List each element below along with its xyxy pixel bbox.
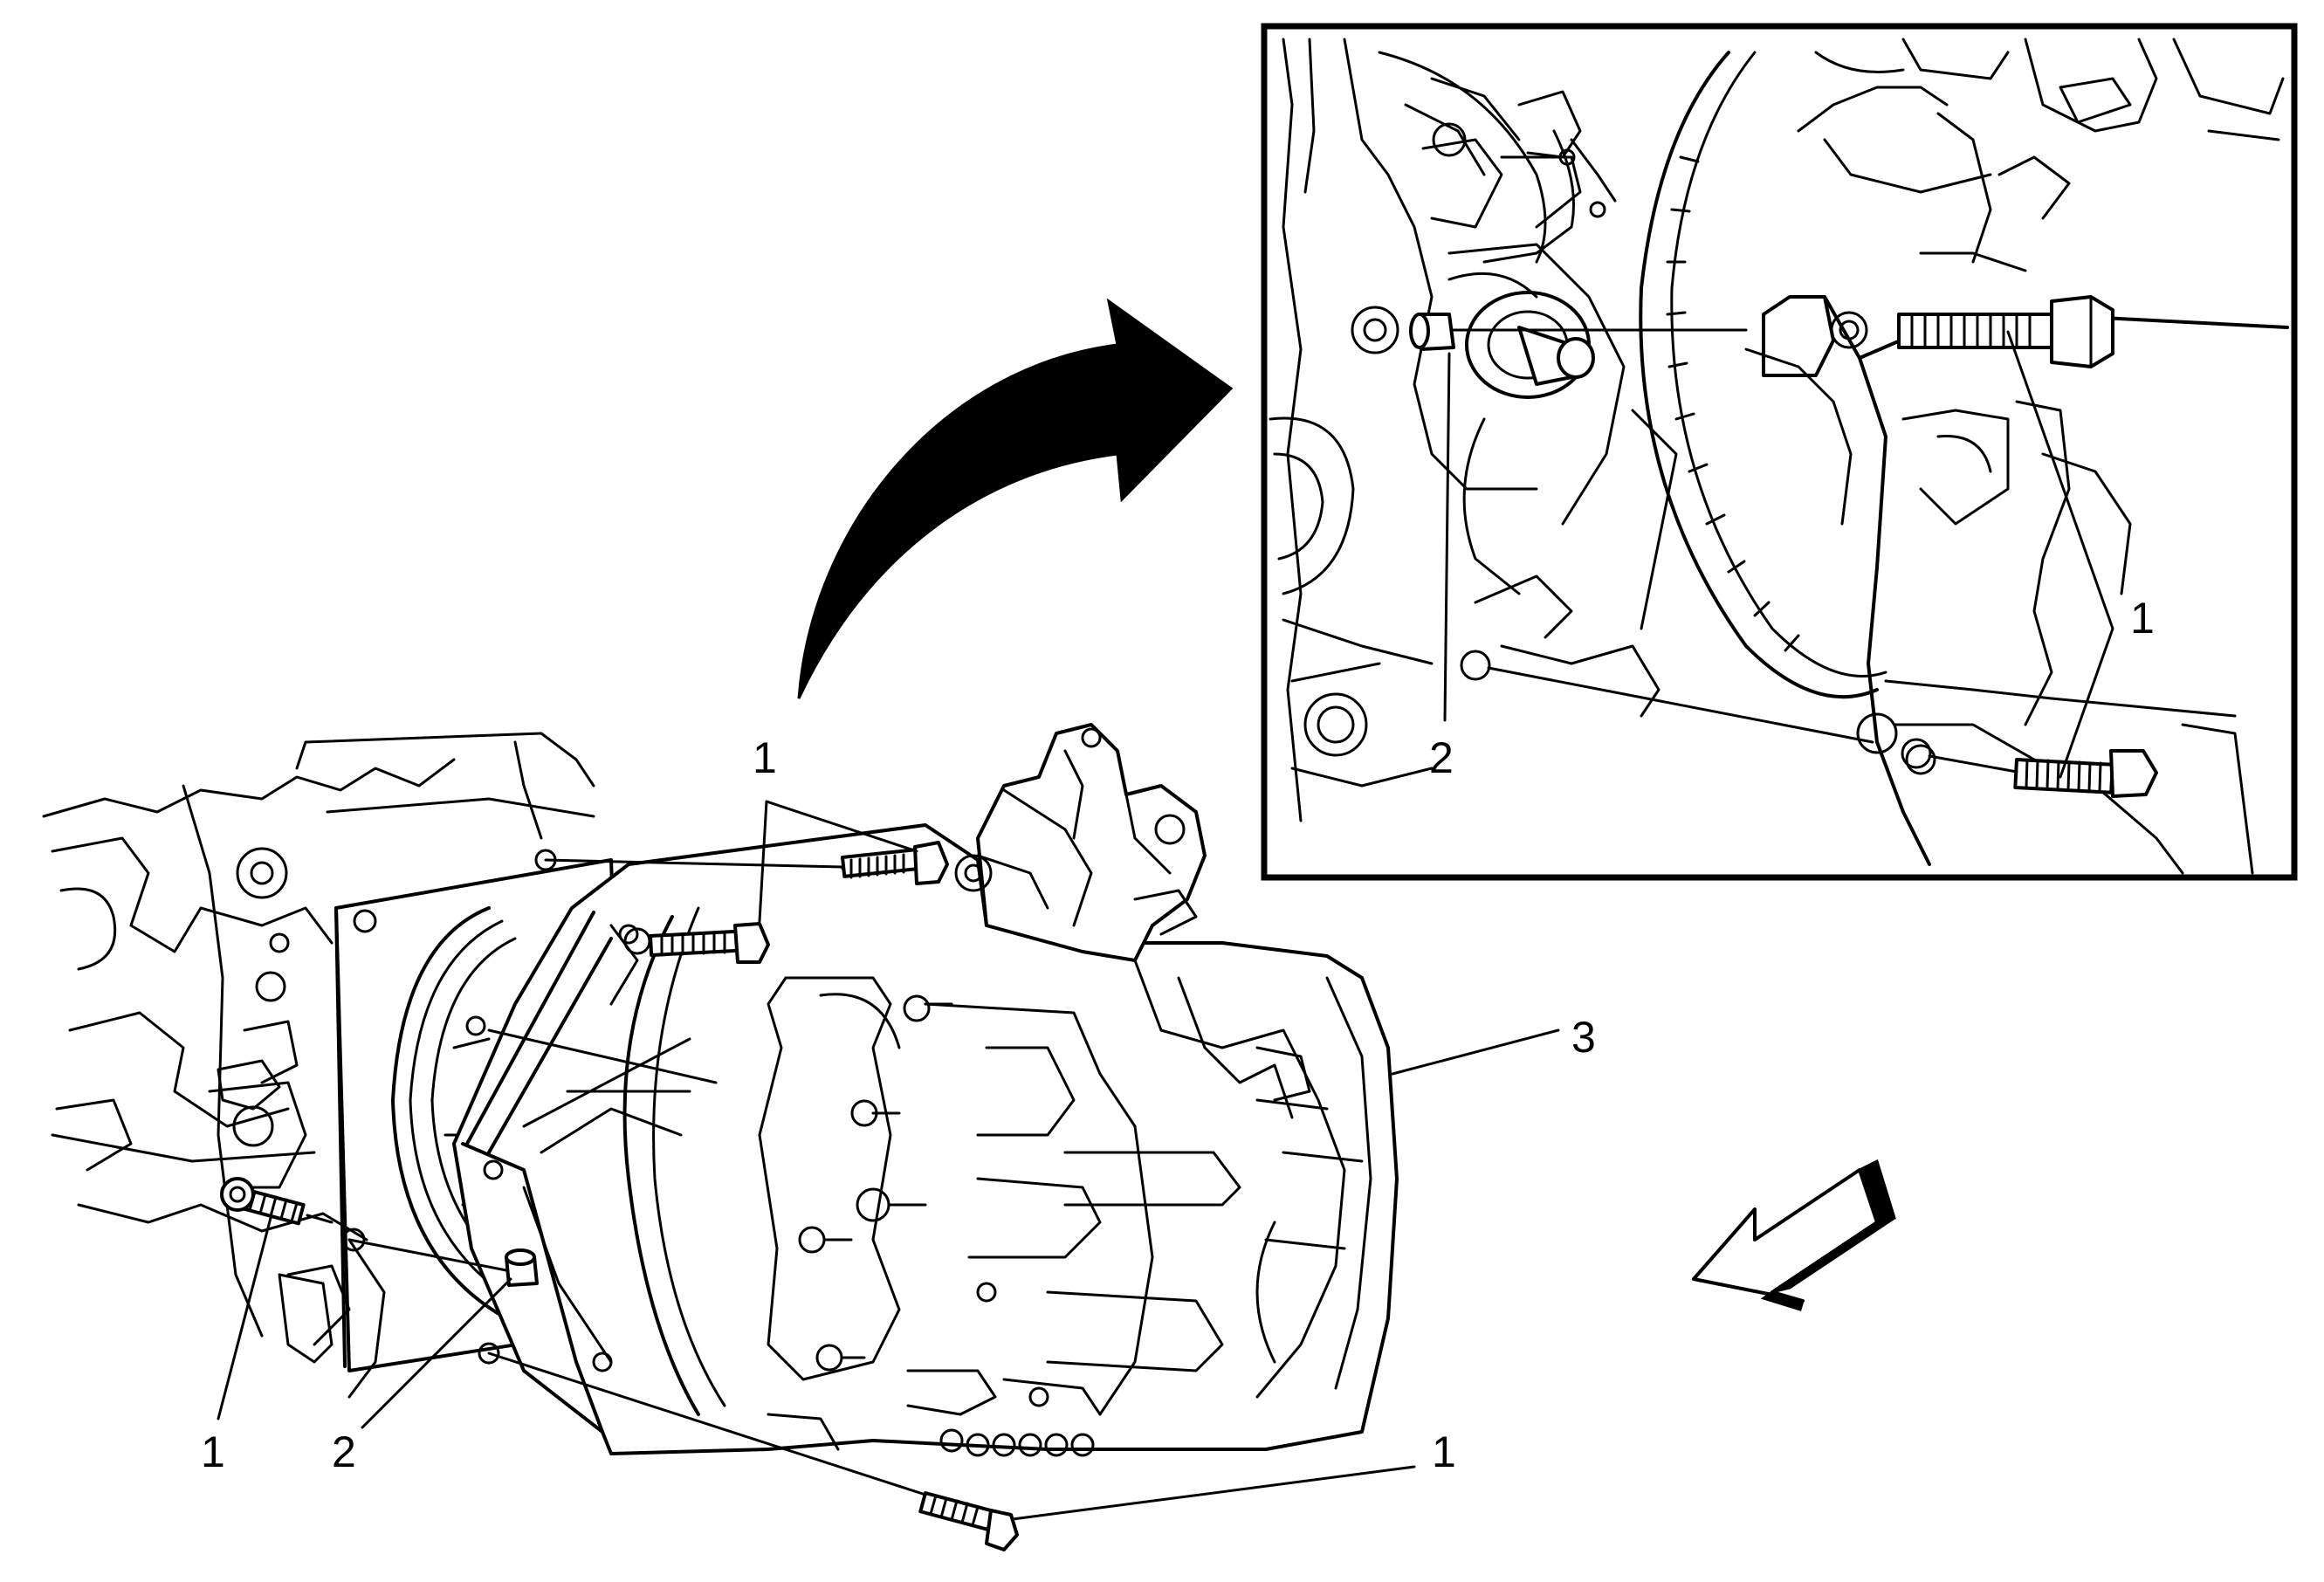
callout-group-left: 1 <box>201 1216 272 1476</box>
curved-arrow-icon <box>797 298 1234 699</box>
direction-arrow-icon <box>1692 1159 1896 1311</box>
callout-3-main: 3 <box>1571 1013 1596 1062</box>
dowel-lower <box>347 1238 539 1287</box>
callout-group-transmission: 3 <box>1391 1013 1596 1076</box>
inset-dowel <box>1351 306 1874 744</box>
inset-bolt-lower <box>1901 738 2158 798</box>
inset-detail: 1 2 <box>1261 23 2298 881</box>
inset-callout-1: 1 <box>2130 594 2155 643</box>
bolt-bottom <box>478 1342 1019 1551</box>
shift-tower <box>954 723 1207 962</box>
callout-group-top: 1 <box>753 733 918 923</box>
bolt-upper-left <box>623 922 770 964</box>
inset-drawing: 1 2 <box>1269 38 2289 875</box>
callout-group-bottom: 1 <box>1011 1427 1456 1521</box>
callout-2-main: 2 <box>332 1427 356 1476</box>
callout-group-dowel: 2 <box>332 1277 512 1476</box>
callout-1-left: 1 <box>201 1427 225 1476</box>
inset-bolt-upper <box>1830 295 2114 368</box>
callout-1-top: 1 <box>753 733 777 782</box>
bolt-lower-left <box>220 1177 333 1226</box>
bottom-bolt-row <box>939 1428 1095 1457</box>
callout-1-bottom: 1 <box>1432 1427 1456 1476</box>
engine-block <box>42 732 595 1399</box>
case-studs <box>798 994 1049 1407</box>
bolt-top <box>534 841 949 885</box>
inset-callout-2: 2 <box>1429 733 1454 782</box>
transmission-case <box>452 823 1399 1457</box>
